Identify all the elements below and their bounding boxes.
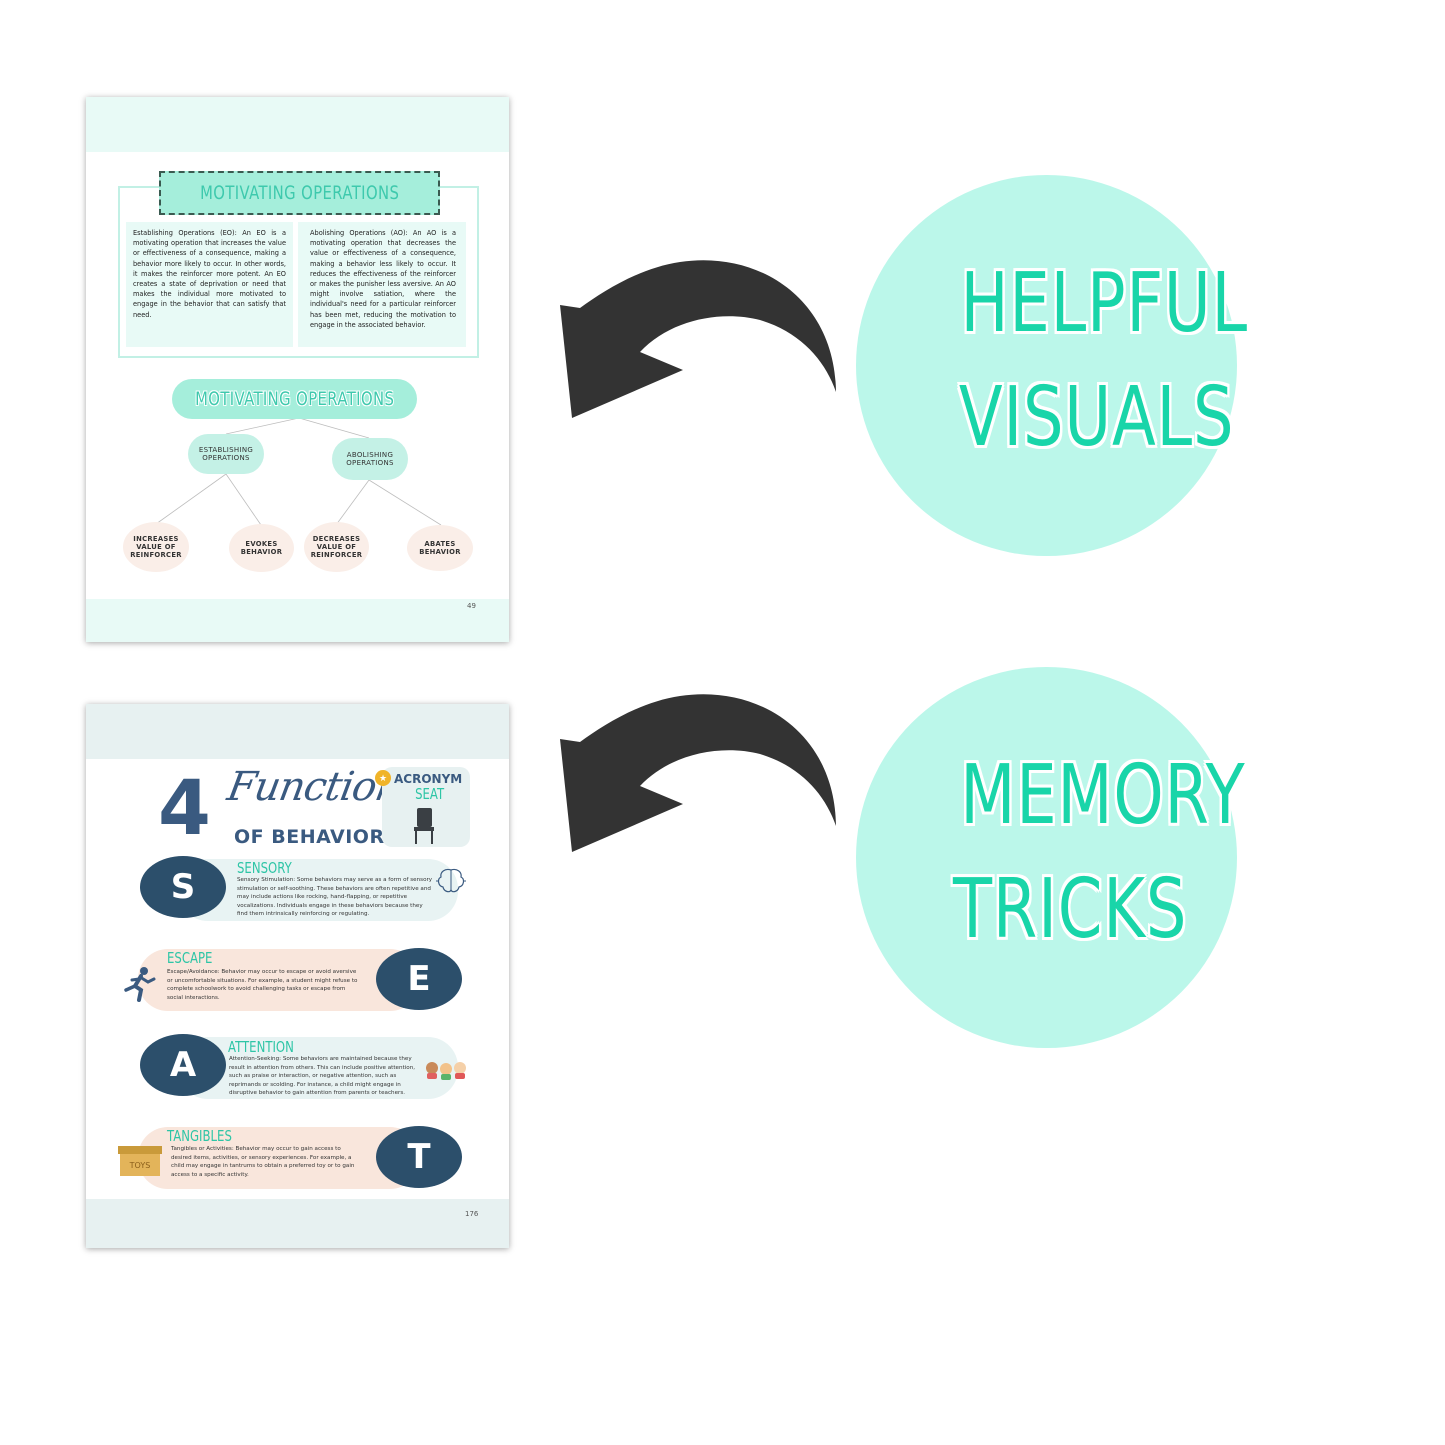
running-person-icon <box>124 967 156 1002</box>
letter-s-badge: S <box>140 856 226 918</box>
curved-arrow-icon-2 <box>560 694 836 852</box>
children-faces-icon <box>426 1062 466 1080</box>
eo-panel: Establishing Operations (EO): An EO is a… <box>126 222 293 347</box>
attention-title: ATTENTION <box>228 1038 294 1056</box>
escape-card <box>138 949 420 1011</box>
helpful-visuals-circle <box>856 175 1237 556</box>
page-motivating-operations: MOTIVATING OPERATIONS Establishing Opera… <box>86 97 509 642</box>
tangibles-text: Tangibles or Activities: Behavior may oc… <box>171 1146 355 1178</box>
tree-connectors <box>155 417 442 526</box>
memory-tricks-circle <box>856 667 1237 1048</box>
tangibles-card <box>138 1127 420 1189</box>
sensory-text: Sensory Stimulation: Some behaviors may … <box>237 877 433 918</box>
card-title-banner: MOTIVATING OPERATIONS <box>159 171 440 215</box>
lightbulb-icon: ★ <box>375 770 391 786</box>
curved-arrow-icon <box>560 260 836 418</box>
tangibles-title: TANGIBLES <box>167 1127 232 1145</box>
attention-title-wrap: ATTENTION <box>228 1038 312 1056</box>
letter-e-badge: E <box>376 948 462 1010</box>
page-number: 176 <box>465 1210 479 1218</box>
tangibles-title-wrap: TANGIBLES <box>167 1127 250 1145</box>
ao-panel: Abolishing Operations (AO): An AO is a m… <box>298 222 466 347</box>
sensory-title: SENSORY <box>237 859 292 877</box>
acronym-label: ACRONYM <box>394 772 463 786</box>
header-band <box>86 704 509 759</box>
title-number: 4 <box>158 763 211 852</box>
letter-t-badge: T <box>376 1126 462 1188</box>
page-functions-of-behavior: 4 Functions OF BEHAVIOR ★ ACRONYM SEAT S… <box>86 704 509 1248</box>
footer-band <box>86 599 509 642</box>
acronym-word-wrap: SEAT <box>410 785 450 803</box>
card-title: MOTIVATING OPERATIONS <box>199 182 400 204</box>
eo-text: Establishing Operations (EO): An EO is a… <box>133 229 286 319</box>
chair-icon <box>414 808 434 844</box>
brain-icon <box>436 868 466 893</box>
sensory-title-wrap: SENSORY <box>237 859 307 877</box>
acronym-word: SEAT <box>415 785 445 803</box>
footer-band <box>86 1199 509 1248</box>
callout-helpful: HELPFUL <box>960 256 1248 351</box>
tree-title: MOTIVATING OPERATIONS <box>194 388 395 410</box>
page-number: 49 <box>467 602 476 610</box>
title-of-behavior: OF BEHAVIOR <box>234 826 385 848</box>
tree-title-pill: MOTIVATING OPERATIONS <box>172 379 417 419</box>
escape-title: ESCAPE <box>167 949 213 967</box>
header-band <box>86 97 509 152</box>
attention-text: Attention-Seeking: Some behaviors are ma… <box>229 1056 416 1097</box>
callout-visuals: VISUALS <box>958 370 1235 465</box>
escape-text: Escape/Avoidance: Behavior may occur to … <box>167 969 358 1001</box>
ao-text: Abolishing Operations (AO): An AO is a m… <box>310 229 456 329</box>
callout-tricks: TRICKS <box>953 862 1188 957</box>
acronym-box: ★ ACRONYM SEAT <box>375 767 470 847</box>
escape-title-wrap: ESCAPE <box>167 949 225 967</box>
toy-box-icon: TOYS <box>118 1146 162 1176</box>
letter-a-badge: A <box>140 1034 226 1096</box>
callout-memory: MEMORY <box>960 748 1246 843</box>
